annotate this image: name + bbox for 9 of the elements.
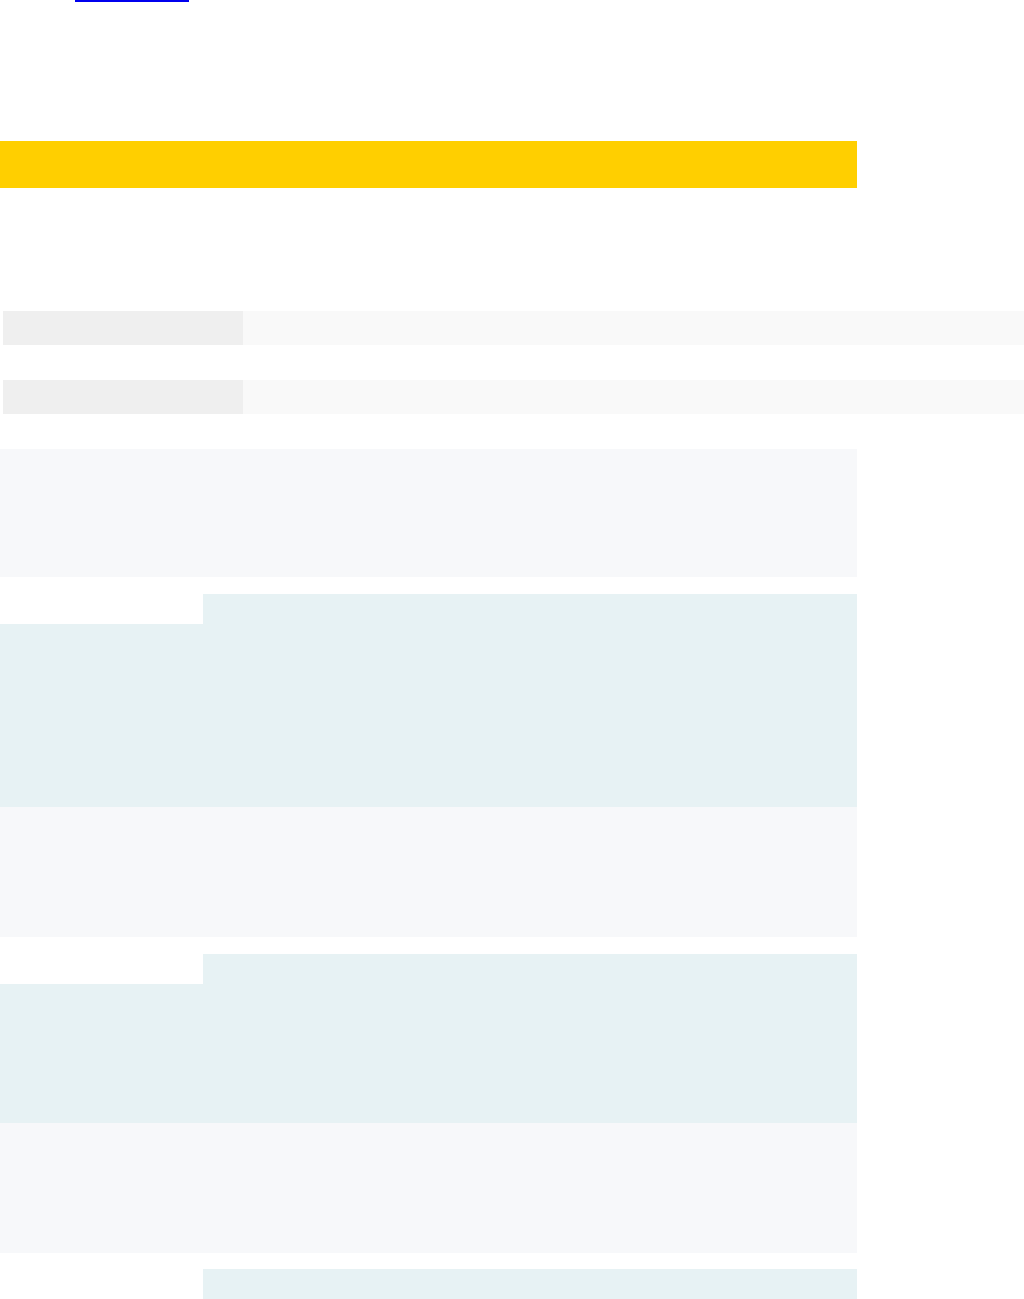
content-panel xyxy=(0,984,857,1123)
tab-panel xyxy=(203,594,857,625)
header-bar xyxy=(0,141,857,188)
tab-panel xyxy=(203,954,857,985)
content-panel xyxy=(0,1123,857,1253)
content-panel xyxy=(0,624,857,807)
content-panel xyxy=(0,807,857,937)
link-underline xyxy=(75,0,189,2)
tab-panel xyxy=(203,1269,857,1299)
